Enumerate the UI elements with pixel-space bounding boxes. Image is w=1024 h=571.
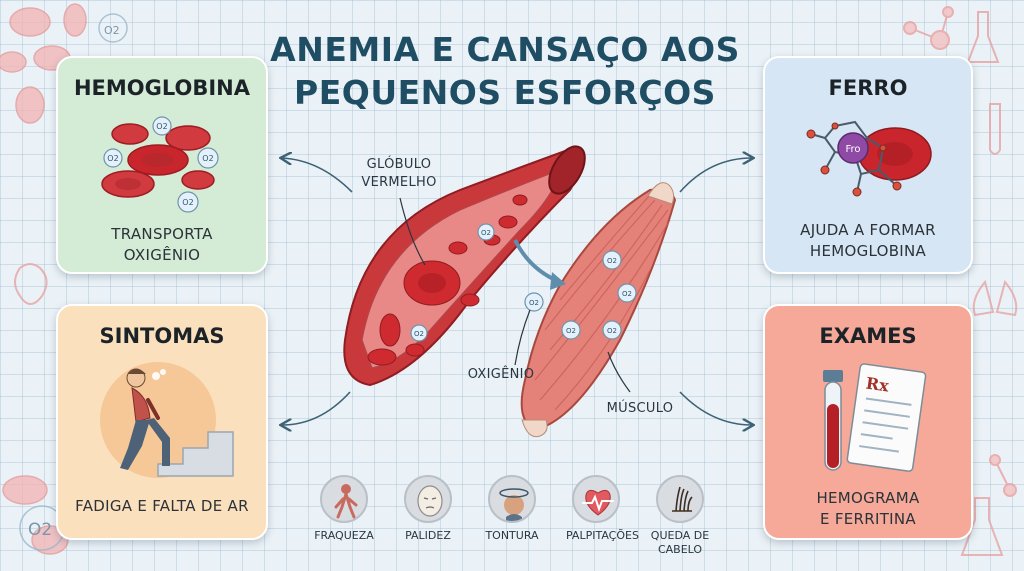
arrow-to-exames (679, 391, 752, 425)
oxigenio-leader-line (514, 309, 531, 366)
prescription-sheet (846, 363, 927, 472)
svg-text:O2: O2 (182, 198, 193, 207)
hair-loss-icon (656, 475, 704, 523)
tired-person-stairs-icon (100, 362, 234, 478)
svg-text:O2: O2 (607, 257, 617, 265)
test-tube-cap (823, 370, 843, 382)
svg-text:O2: O2 (566, 327, 576, 335)
heme-molecule-icon: Fro (806, 120, 932, 197)
svg-text:O2: O2 (107, 154, 118, 163)
bg-blood-cell (9, 7, 51, 37)
heart-icon (14, 263, 48, 305)
lab-test-icon: Rx (823, 363, 927, 472)
lungs-icon (972, 279, 1018, 317)
globulo-vermelho-label: GLÓBULO VERMELHO (361, 157, 437, 190)
svg-text:Fro: Fro (845, 144, 860, 155)
globulo-leader-line (399, 197, 426, 266)
hemoglobina-caption: TRANSPORTA OXIGÊNIO (111, 225, 213, 264)
ferro-card: FERRO Fro AJUDA A FORMAR HEMOGLOBINA (763, 56, 973, 274)
bg-o2-label: O2 (104, 24, 120, 37)
arrow-to-sintomas (282, 391, 351, 425)
blood-vessel (343, 145, 586, 387)
musculo-label: MÚSCULO (606, 401, 674, 416)
symptom-fraqueza: FRAQUEZA (314, 475, 374, 543)
dizzy-head-icon (488, 475, 536, 523)
sintomas-card: SINTOMAS FADIGA E FALTA DE AR (56, 304, 268, 540)
sintomas-caption: FADIGA E FALTA DE AR (75, 497, 249, 515)
hemoglobina-heading: HEMOGLOBINA (73, 76, 251, 100)
svg-text:O2: O2 (156, 122, 167, 131)
musculo-leader-line (607, 351, 631, 393)
exames-card: EXAMES Rx HEMOGRAMA E FERRITINA (763, 304, 973, 540)
svg-text:O2: O2 (607, 327, 617, 335)
hemoglobina-card: HEMOGLOBINA O2 O2 O2 O2 TRANSPORTA OXIGÊ… (56, 56, 268, 274)
arrow-to-hemoglobina (282, 158, 353, 193)
svg-text:O2: O2 (529, 299, 539, 307)
exames-heading: EXAMES (819, 324, 917, 348)
symptom-queda-de-cabelo: QUEDA DE CABELO (650, 475, 710, 557)
pale-face-icon (404, 475, 452, 523)
svg-text:O2: O2 (414, 330, 424, 338)
weak-person-icon (320, 475, 368, 523)
arrow-to-ferro (679, 158, 752, 193)
red-blood-cells-icon: O2 O2 O2 O2 (101, 116, 219, 213)
iron-atom (837, 132, 869, 164)
svg-text:O2: O2 (202, 154, 213, 163)
heartbeat-icon (572, 475, 620, 523)
page-title: ANEMIA E CANSAÇO AOS PEQUENOS ESFORÇOS (270, 30, 740, 112)
oxigenio-label: OXIGÊNIO (467, 367, 535, 382)
ferro-caption: AJUDA A FORMAR HEMOGLOBINA (800, 221, 936, 260)
symptom-palidez: PALIDEZ (398, 475, 458, 543)
exames-caption: HEMOGRAMA E FERRITINA (816, 489, 920, 528)
flask-icon (966, 11, 1000, 63)
muscle (520, 182, 677, 438)
svg-text:O2: O2 (481, 229, 491, 237)
svg-text:Rx: Rx (865, 373, 891, 395)
svg-text:O2: O2 (28, 520, 52, 540)
symptom-palpitacoes: PALPITAÇÕES (566, 475, 639, 543)
svg-text:O2: O2 (622, 290, 632, 298)
symptom-tontura: TONTURA (482, 475, 542, 543)
sintomas-heading: SINTOMAS (99, 324, 225, 348)
ferro-heading: FERRO (828, 76, 908, 100)
